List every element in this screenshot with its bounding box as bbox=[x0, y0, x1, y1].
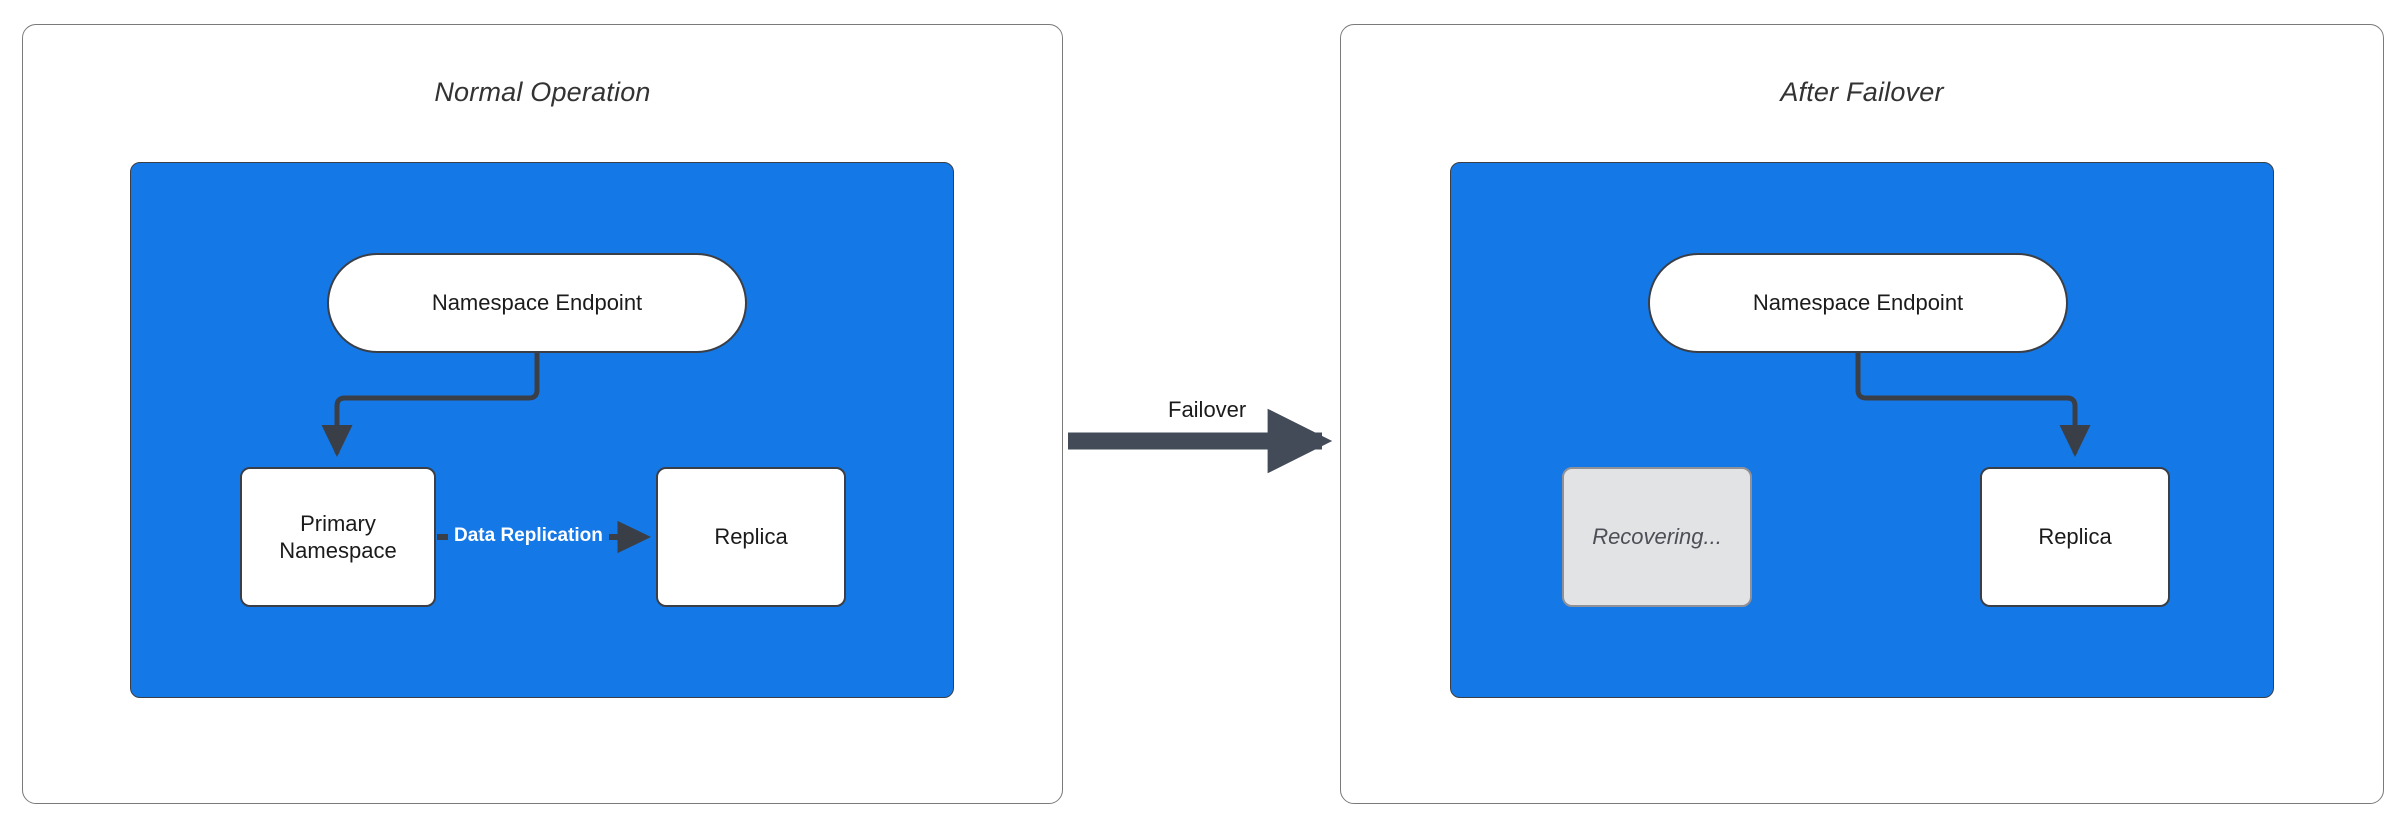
node-label: Namespace Endpoint bbox=[431, 290, 643, 316]
node-label: Replica bbox=[714, 524, 788, 550]
node-label: Primary Namespace bbox=[279, 510, 396, 565]
node-replica-failover[interactable]: Replica bbox=[1980, 467, 2170, 607]
node-label: Recovering... bbox=[1592, 524, 1722, 550]
cluster-after-failover bbox=[1450, 162, 2274, 698]
node-label: Replica bbox=[2038, 524, 2112, 550]
edge-label-failover: Failover bbox=[1162, 396, 1253, 424]
node-label: Namespace Endpoint bbox=[1752, 290, 1964, 316]
node-primary-namespace[interactable]: Primary Namespace bbox=[240, 467, 436, 607]
node-recovering[interactable]: Recovering... bbox=[1562, 467, 1752, 607]
panel-title-after-failover: After Failover bbox=[1780, 77, 1944, 107]
cluster-normal-operation bbox=[130, 162, 954, 698]
edge-endpoint-to-primary bbox=[321, 350, 540, 457]
node-label-line2: Namespace bbox=[279, 538, 397, 563]
edge-endpoint-to-replica bbox=[1855, 350, 2091, 457]
panel-title-normal-operation: Normal Operation bbox=[434, 77, 651, 107]
node-replica-normal[interactable]: Replica bbox=[656, 467, 846, 607]
edge-label-data-replication: Data Replication bbox=[448, 523, 609, 549]
node-namespace-endpoint-failover[interactable]: Namespace Endpoint bbox=[1648, 253, 2068, 353]
node-namespace-endpoint-normal[interactable]: Namespace Endpoint bbox=[327, 253, 747, 353]
node-label-line1: Primary bbox=[300, 510, 376, 536]
